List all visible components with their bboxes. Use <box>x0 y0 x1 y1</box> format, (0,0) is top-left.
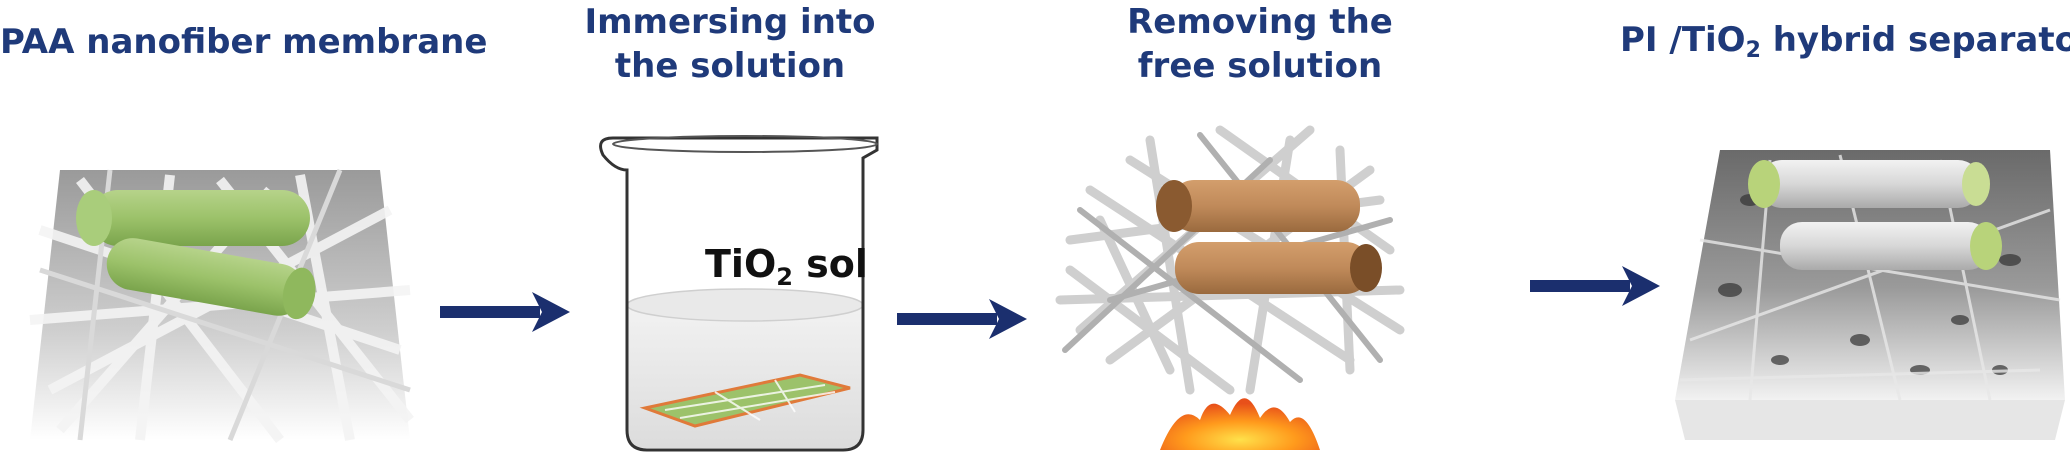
hybrid-separator-illustration <box>1675 150 2065 440</box>
green-fiber-2 <box>106 238 316 320</box>
step4-title-part2: hybrid separator <box>1760 20 2070 60</box>
brown-fiber-2 <box>1175 242 1382 294</box>
beaker-glass <box>599 136 879 452</box>
fiber-cluster-illustration <box>1055 125 1405 450</box>
tio2-sol-label: TiO2 sol <box>705 242 868 291</box>
coated-fiber-1 <box>1748 160 1990 208</box>
step2-title-line1: Immersing into <box>584 2 876 42</box>
step4-title-part1: PI /TiO <box>1620 20 1746 60</box>
step4-title: PI /TiO2 hybrid separator <box>1620 18 2070 73</box>
tio2-sol-part2: sol <box>792 242 868 286</box>
step2-title: Immersing into the solution <box>560 0 900 88</box>
right-arrow-icon <box>440 292 570 332</box>
brown-fiber-1 <box>1156 180 1360 232</box>
green-fiber-1 <box>76 190 310 246</box>
step1-title-line1: PAA nanofiber membrane <box>0 22 488 62</box>
tio2-sol-subscript: 2 <box>776 263 793 291</box>
step3-title-line2: free solution <box>1137 46 1383 86</box>
right-arrow-icon <box>1530 266 1660 306</box>
step3-title: Removing the free solution <box>1090 0 1430 88</box>
beaker-illustration <box>599 135 879 452</box>
coated-fiber-2 <box>1780 222 2002 270</box>
step1-title: PAA nanofiber membrane <box>0 20 487 64</box>
step4-title-subscript: 2 <box>1745 38 1761 63</box>
flame-icon <box>1160 398 1320 450</box>
step2-title-line2: the solution <box>614 46 846 86</box>
submerged-membrane <box>639 373 851 428</box>
tio2-sol-part1: TiO <box>705 242 777 286</box>
step3-title-line1: Removing the <box>1127 2 1393 42</box>
right-arrow-icon <box>897 299 1027 339</box>
paa-membrane-illustration <box>29 169 414 444</box>
